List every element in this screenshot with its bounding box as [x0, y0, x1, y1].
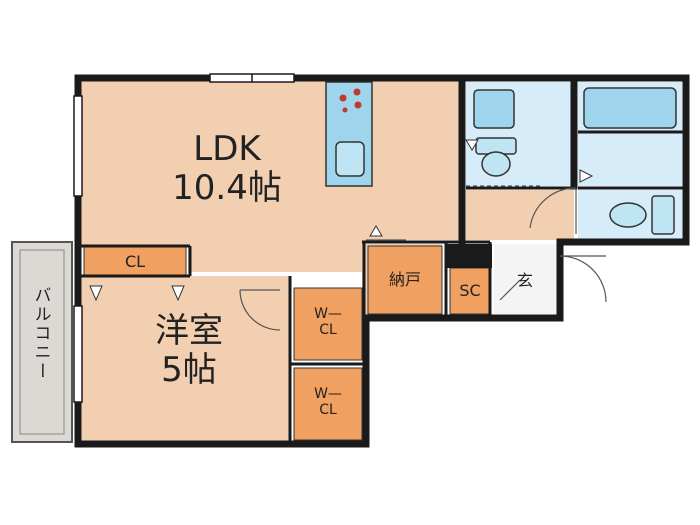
- ldk-label: LDK 10.4帖: [172, 129, 282, 209]
- storage-label: 納戸: [388, 270, 421, 289]
- shoe-closet-post: [446, 244, 492, 268]
- window: [73, 73, 295, 403]
- western-room-label: 洋室 5帖: [155, 311, 223, 391]
- walk-in-closet-2: [293, 367, 363, 441]
- walk-in-closet-2-label: W— CL: [314, 386, 342, 419]
- toilet-icon: [609, 195, 675, 235]
- kitchen-sink-icon: [335, 141, 365, 177]
- walk-in-closet-1-label: W— CL: [314, 306, 342, 339]
- entrance-label: 玄: [516, 271, 533, 290]
- storage-nando: [367, 245, 443, 315]
- bathtub-icon: [583, 87, 677, 129]
- western-room-floor: [78, 276, 290, 444]
- walk-in-closet-1: [293, 287, 363, 361]
- washbasin-icon: [473, 89, 515, 129]
- entrance-floor: [494, 244, 560, 314]
- hall-floor: [290, 240, 366, 266]
- balcony-area: [11, 241, 73, 443]
- stove-icon: [339, 88, 362, 113]
- toilet-icon: [475, 137, 517, 177]
- shoe-closet-label: SC: [459, 281, 481, 300]
- closet-label: CL: [124, 252, 146, 271]
- balcony-label: バルコニー: [30, 286, 51, 381]
- door-swing: [239, 185, 607, 331]
- shoe-closet: [449, 267, 491, 315]
